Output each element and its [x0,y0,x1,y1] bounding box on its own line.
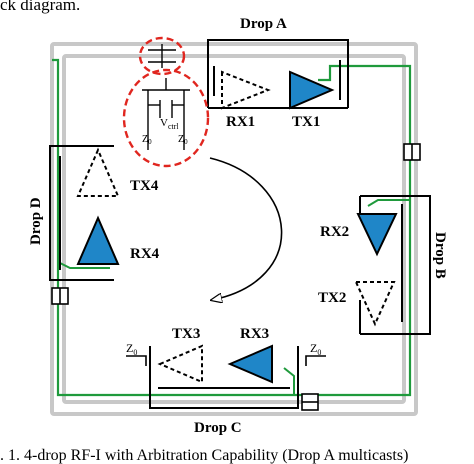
tx4-label: TX4 [130,178,159,194]
switch-icon-south [301,393,319,411]
rotation-arrow [210,157,283,300]
drop-d-frame [49,145,114,281]
rx3-blue-triangle [227,344,273,384]
rx1-label: RX1 [226,114,255,130]
rx2-label: RX2 [320,224,349,240]
z0-right-termination-label: Z0 [310,341,321,357]
switch-icon-east [403,143,421,161]
tx2-dashed-triangle [354,281,396,327]
z0-right-termination [305,355,326,366]
signal-path-drop-b [367,199,410,207]
rx1-dashed-triangle [221,70,271,110]
drop-b-label: Drop B [432,232,448,279]
z0-left-termination [126,355,147,366]
tx3-dashed-triangle [157,344,203,384]
tx3-label: TX3 [172,326,200,342]
rx3-label: RX3 [240,326,269,342]
drop-c-frame [149,346,299,409]
tx1-label: TX1 [292,114,320,130]
figure-caption: . 1. 4-drop RF-I with Arbitration Capabi… [0,447,408,464]
header-fragment: ck diagram. [0,0,80,14]
z0-left-termination-label: Z0 [126,341,137,357]
switch-icon-west [51,287,69,305]
drop-b-frame [359,195,431,335]
rx2-blue-triangle [356,213,398,257]
arbitration-circuit: Vctrl Z0 Z0 [122,36,210,168]
signal-path-drop-c [283,367,295,395]
waveguide-loop [50,42,418,416]
drop-d-label: Drop D [28,197,44,245]
tx1-blue-triangle [289,70,335,110]
signal-path-drop-d [57,261,110,269]
tx2-label: TX2 [318,290,346,306]
drop-a-frame [207,39,349,109]
vctrl-label: Vctrl [160,117,179,131]
rx4-blue-triangle [76,215,120,265]
z0-right-label: Z0 [178,134,188,146]
signal-path [52,58,412,397]
z0-left-label: Z0 [142,134,152,146]
tx4-dashed-triangle [76,147,120,197]
drop-a-label: Drop A [240,16,287,32]
drop-c-label: Drop C [194,420,242,436]
rx4-label: RX4 [130,246,160,262]
